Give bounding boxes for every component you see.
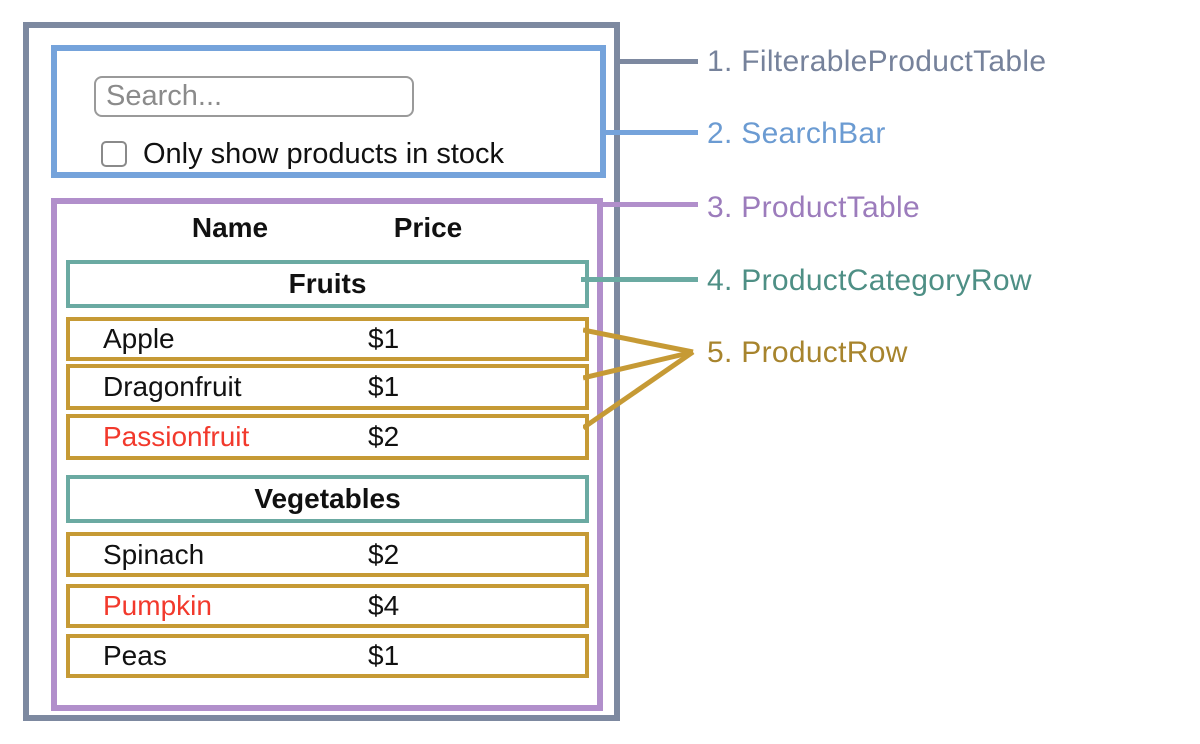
- category-label: Vegetables: [254, 483, 401, 514]
- product-row-apple: Apple $1: [66, 317, 589, 361]
- connector-line-search-bar: [600, 130, 698, 135]
- product-price: $1: [368, 640, 400, 671]
- product-row-spinach: Spinach $2: [66, 532, 589, 577]
- table-header-row: Name Price: [57, 204, 597, 252]
- product-name: Peas: [103, 640, 167, 671]
- in-stock-checkbox-label: Only show products in stock: [143, 137, 505, 170]
- category-label: Fruits: [288, 268, 367, 299]
- product-category-row-fruits: Fruits: [66, 260, 589, 308]
- annotation-search-bar: 2. SearchBar: [707, 117, 886, 150]
- annotation-filterable-product-table: 1. FilterableProductTable: [707, 45, 1047, 78]
- in-stock-filter-row: Only show products in stock: [101, 137, 505, 170]
- product-row-peas: Peas $1: [66, 634, 589, 678]
- product-name: Spinach: [103, 538, 205, 570]
- search-input[interactable]: [94, 76, 414, 117]
- annotation-product-row: 5. ProductRow: [707, 336, 908, 369]
- product-price: $4: [368, 590, 400, 621]
- product-row-dragonfruit: Dragonfruit $1: [66, 364, 589, 410]
- product-name: Pumpkin: [103, 590, 212, 621]
- connector-line-product-table: [597, 202, 698, 207]
- product-row-passionfruit: Passionfruit $2: [66, 414, 589, 460]
- product-price: $2: [368, 421, 400, 452]
- search-bar-box: Only show products in stock: [51, 45, 606, 178]
- product-row-pumpkin: Pumpkin $4: [66, 584, 589, 628]
- product-price: $2: [368, 538, 400, 570]
- product-name: Dragonfruit: [103, 371, 242, 402]
- connector-line-filterable-product-table: [620, 59, 698, 64]
- price-column-header: Price: [393, 212, 463, 243]
- in-stock-checkbox[interactable]: [101, 141, 127, 167]
- annotation-product-table: 3. ProductTable: [707, 191, 920, 224]
- annotation-product-category-row: 4. ProductCategoryRow: [707, 264, 1032, 297]
- product-price: $1: [368, 323, 400, 354]
- product-table-box: Name Price Fruits Apple $1 Dragonfruit $…: [51, 198, 603, 711]
- product-name: Passionfruit: [103, 421, 250, 452]
- product-name: Apple: [103, 323, 175, 354]
- filterable-product-table-box: Only show products in stock Name Price F…: [23, 22, 620, 721]
- product-price: $1: [368, 371, 400, 402]
- name-column-header: Name: [191, 212, 269, 243]
- product-category-row-vegetables: Vegetables: [66, 475, 589, 523]
- connector-arrow-product-rows: [583, 327, 695, 431]
- connector-line-product-category-row: [581, 277, 698, 282]
